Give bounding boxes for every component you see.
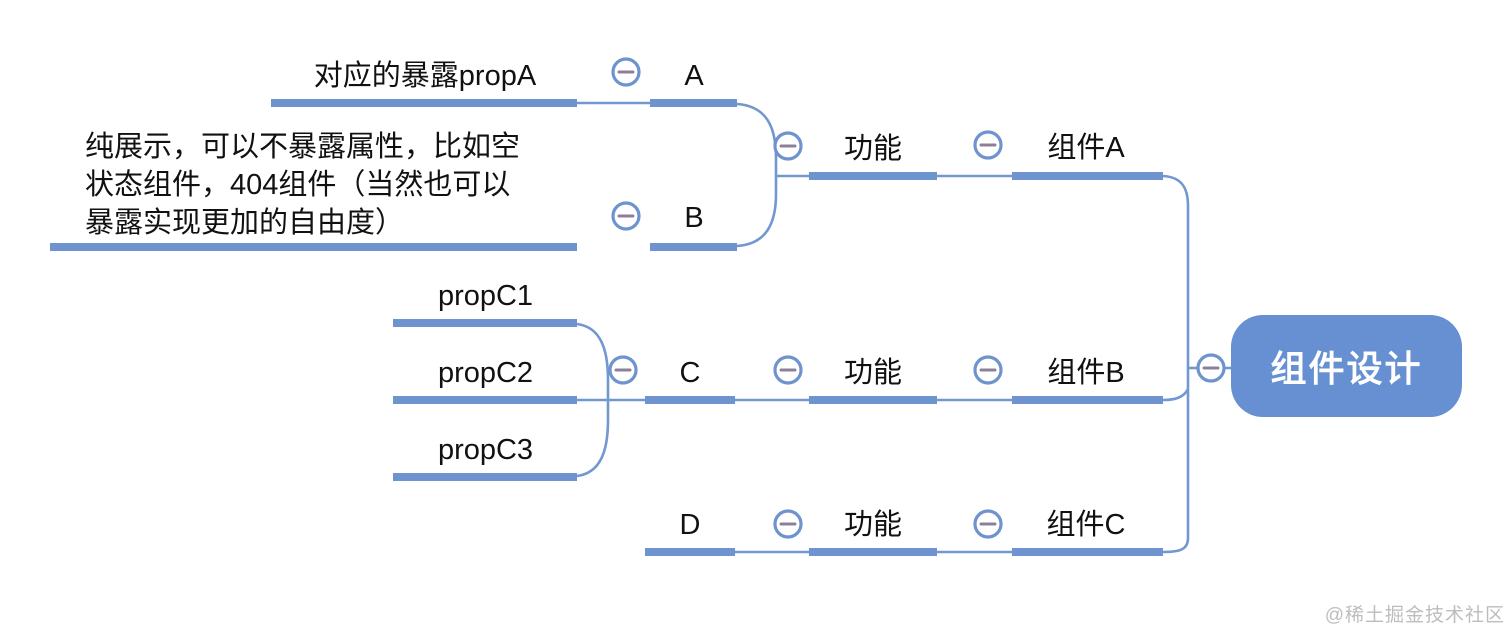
collapse-icon-component-a[interactable]: [973, 130, 1003, 160]
node-function-c[interactable]: 功能: [843, 509, 902, 541]
connector-component-b-to-spine: [1162, 388, 1190, 402]
root-node-label: 组件设计: [1270, 348, 1423, 389]
connector-propc3-curve: [576, 400, 610, 478]
spine-curve: [1162, 174, 1190, 554]
node-prop-c3[interactable]: propC3: [437, 434, 534, 466]
connector-a-curve: [736, 102, 778, 176]
node-d[interactable]: D: [679, 509, 701, 541]
node-c[interactable]: C: [679, 357, 701, 389]
collapse-icon-function-c[interactable]: [773, 509, 803, 539]
connector-propc1-curve: [576, 322, 610, 400]
node-prop-c1[interactable]: propC1: [437, 280, 534, 312]
collapse-icon-root[interactable]: [1196, 353, 1226, 383]
node-component-b[interactable]: 组件B: [1047, 357, 1125, 389]
node-component-c[interactable]: 组件C: [1046, 509, 1126, 541]
collapse-icon-component-c[interactable]: [973, 509, 1003, 539]
node-b[interactable]: B: [684, 202, 704, 234]
node-b-note[interactable]: 纯展示，可以不暴露属性，比如空状态组件，404组件（当然也可以暴露实现更加的自由…: [85, 131, 521, 239]
collapse-icon-a[interactable]: [611, 57, 641, 87]
collapse-icon-c[interactable]: [608, 355, 638, 385]
node-a[interactable]: A: [684, 60, 704, 92]
node-function-a[interactable]: 功能: [843, 133, 902, 165]
collapse-icon-b[interactable]: [611, 201, 641, 231]
root-node[interactable]: 组件设计: [1231, 315, 1462, 417]
collapse-icon-function-b[interactable]: [773, 355, 803, 385]
node-component-a[interactable]: 组件A: [1047, 132, 1125, 164]
node-prop-a-note[interactable]: 对应的暴露propA: [313, 60, 537, 92]
connector-b-curve: [736, 176, 778, 248]
node-prop-c2[interactable]: propC2: [437, 357, 534, 389]
collapse-icon-function-a[interactable]: [773, 131, 803, 161]
collapse-icon-component-b[interactable]: [973, 355, 1003, 385]
watermark: @稀土掘金技术社区: [1324, 605, 1505, 626]
node-function-b[interactable]: 功能: [843, 357, 902, 389]
